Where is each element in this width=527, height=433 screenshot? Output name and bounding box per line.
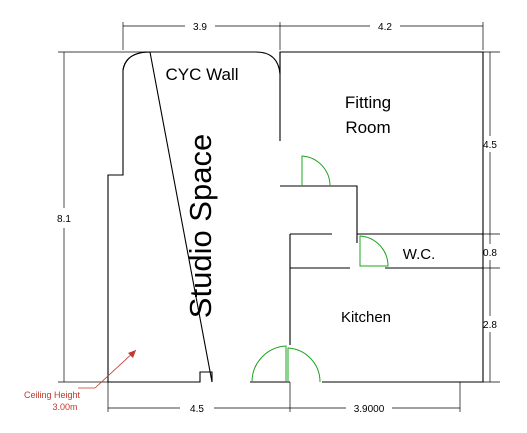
dimension-left-label: 8.1	[57, 214, 71, 225]
dimension-bottom-right-label: 3.9000	[354, 404, 385, 415]
outer-wall	[107, 51, 484, 383]
door-wc	[359, 235, 389, 267]
room-label-kitchen: Kitchen	[341, 309, 391, 326]
ceiling-height-label: Ceiling Height	[24, 390, 81, 400]
room-label-fitting-line2: Room	[345, 118, 390, 137]
door-fitting-room	[301, 155, 331, 187]
ceiling-height-annotation: Ceiling Height 3.00m	[24, 349, 137, 412]
door-kitchen-left	[251, 345, 287, 383]
dimension-right-fitting-label: 4.5	[483, 140, 497, 151]
dimension-right-wc-label: 0.8	[483, 248, 497, 259]
room-label-cyc-wall: CYC Wall	[165, 65, 238, 84]
dimension-top	[122, 22, 484, 50]
cyc-wall-curve	[122, 51, 151, 71]
partition-studio-fitting	[279, 52, 483, 235]
dimension-right	[483, 51, 500, 383]
room-label-wc: W.C.	[403, 246, 436, 263]
ceiling-height-value: 3.00m	[52, 402, 77, 412]
dimension-left	[58, 51, 150, 383]
dimension-bottom-left-label: 4.5	[190, 404, 204, 415]
dimension-top-right-label: 4.2	[378, 22, 392, 33]
partition-wc-kitchen	[289, 233, 483, 345]
door-kitchen-right	[287, 347, 321, 383]
room-label-studio-space: Studio Space	[183, 134, 218, 318]
dimension-top-left-label: 3.9	[193, 22, 207, 33]
dimension-bottom	[107, 382, 461, 412]
dimension-right-kitchen-label: 2.8	[483, 320, 497, 331]
room-label-fitting-line1: Fitting	[345, 93, 391, 112]
